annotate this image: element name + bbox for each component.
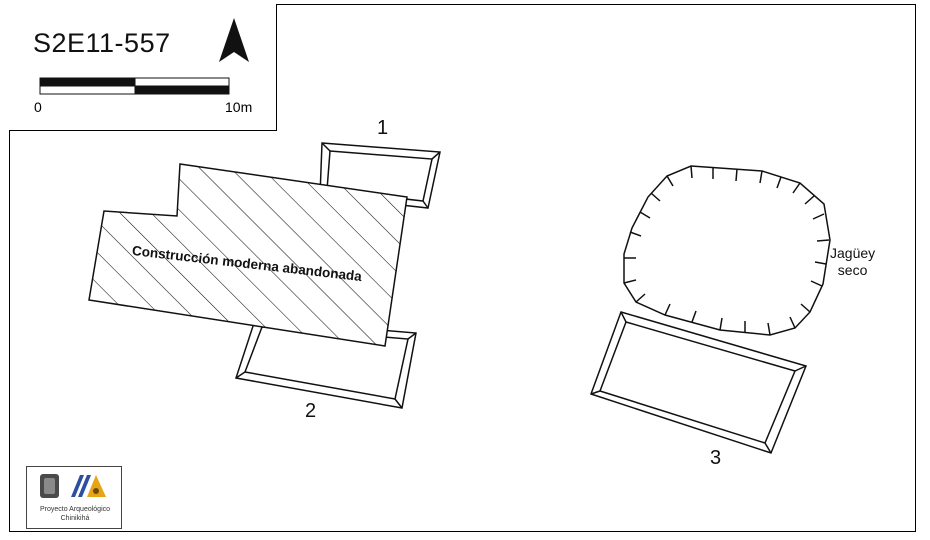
project-logo-text: Proyecto Arqueológico Chinikihá [27,505,123,523]
site-code-title: S2E11-557 [33,28,171,58]
scale-start-label: 0 [34,99,42,115]
dry-pond-label: Jagüey seco [830,245,875,279]
project-logo: Proyecto Arqueológico Chinikihá [26,466,122,529]
logo-text-line2: Chinikihá [60,515,90,522]
map-frame [9,4,916,532]
logo-text-line1: Proyecto Arqueológico [39,506,111,513]
structure-1-label: 1 [377,117,389,139]
structure-2-label: 2 [305,400,317,422]
modern-construction-hatched-area [88,163,408,347]
scale-bar [39,77,230,95]
scale-end-label: 10m [225,99,253,115]
dry-pond-label-line2: seco [837,262,868,278]
structure-3-outline [590,311,808,454]
project-logo-emblem-icon [40,474,106,498]
legend-graphics [39,18,249,95]
north-arrow-icon [219,18,249,62]
structure-3-label: 3 [710,447,722,469]
dry-pond-outline [623,165,831,336]
north-letter: N [231,54,237,61]
dry-pond-label-line1: Jagüey [830,245,876,261]
